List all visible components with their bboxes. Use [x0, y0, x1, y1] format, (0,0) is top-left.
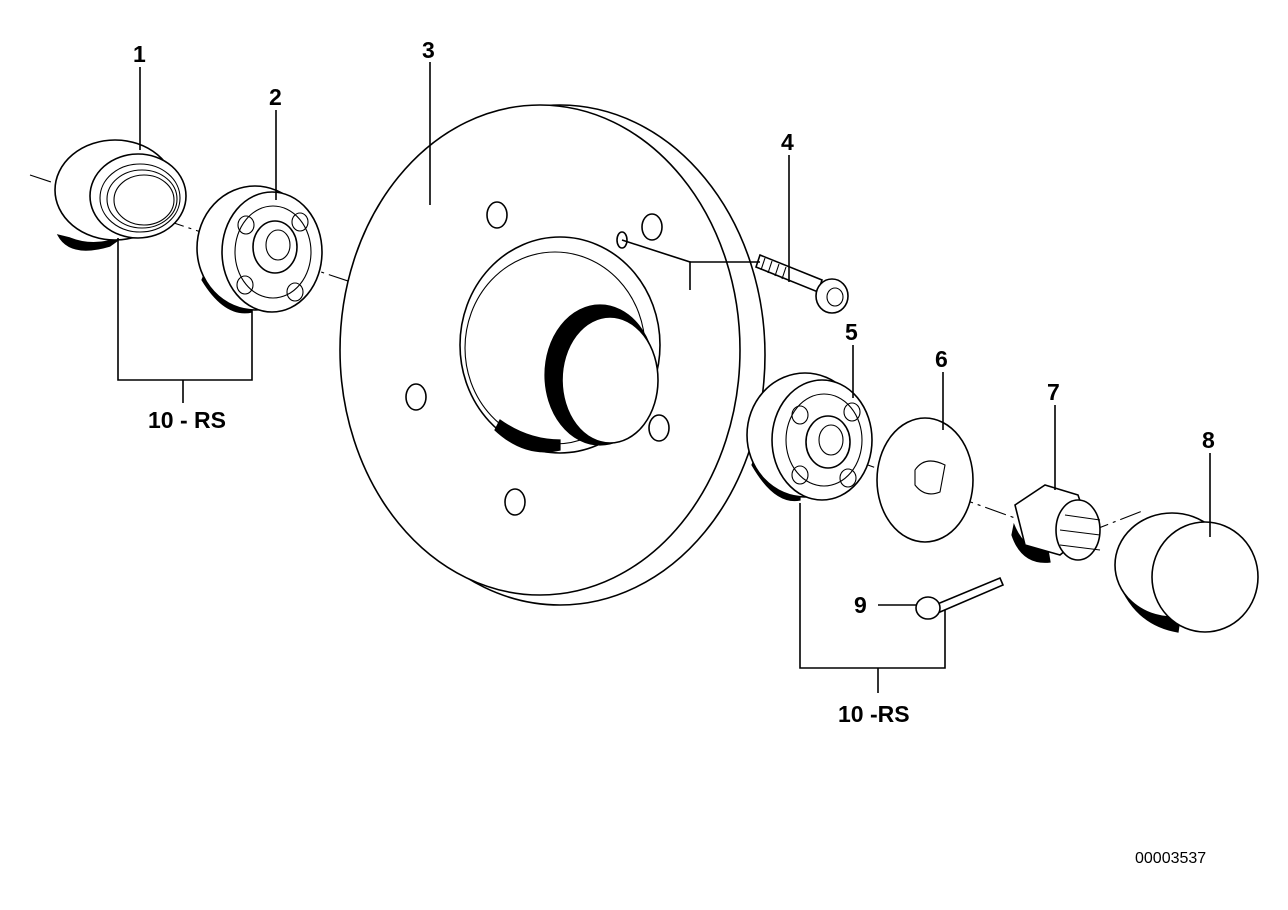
kit-bracket-right: [799, 503, 946, 693]
part-2-ball-bearing: [196, 185, 323, 314]
part-6-thrust-washer: [876, 417, 974, 543]
callout-2: 2: [269, 84, 282, 110]
callout-8: 8: [1202, 427, 1215, 453]
callout-5: 5: [845, 319, 858, 345]
callout-7: 7: [1047, 379, 1060, 405]
part-1-threaded-ring: [54, 139, 187, 251]
callout-6: 6: [935, 346, 948, 372]
callout-4: 4: [781, 129, 794, 155]
kit-label-right: 10 -RS: [838, 701, 910, 727]
part-4-socket-bolt: [755, 253, 849, 314]
callout-3: 3: [422, 37, 435, 63]
part-3-hub-disc: [339, 104, 766, 606]
diagram-reference-number: 00003537: [1135, 850, 1206, 867]
callout-9: 9: [854, 592, 867, 618]
callout-1: 1: [133, 41, 146, 67]
kit-label-left: 10 - RS: [148, 407, 226, 433]
kit-bracket-left: [117, 238, 253, 403]
part-9-cotter-pin: [915, 576, 1005, 620]
part-5-ball-bearing: [746, 372, 873, 502]
part-7-castle-nut: [1011, 484, 1101, 563]
part-8-grease-cap: [1114, 512, 1259, 633]
leader-lines: [139, 62, 1211, 606]
